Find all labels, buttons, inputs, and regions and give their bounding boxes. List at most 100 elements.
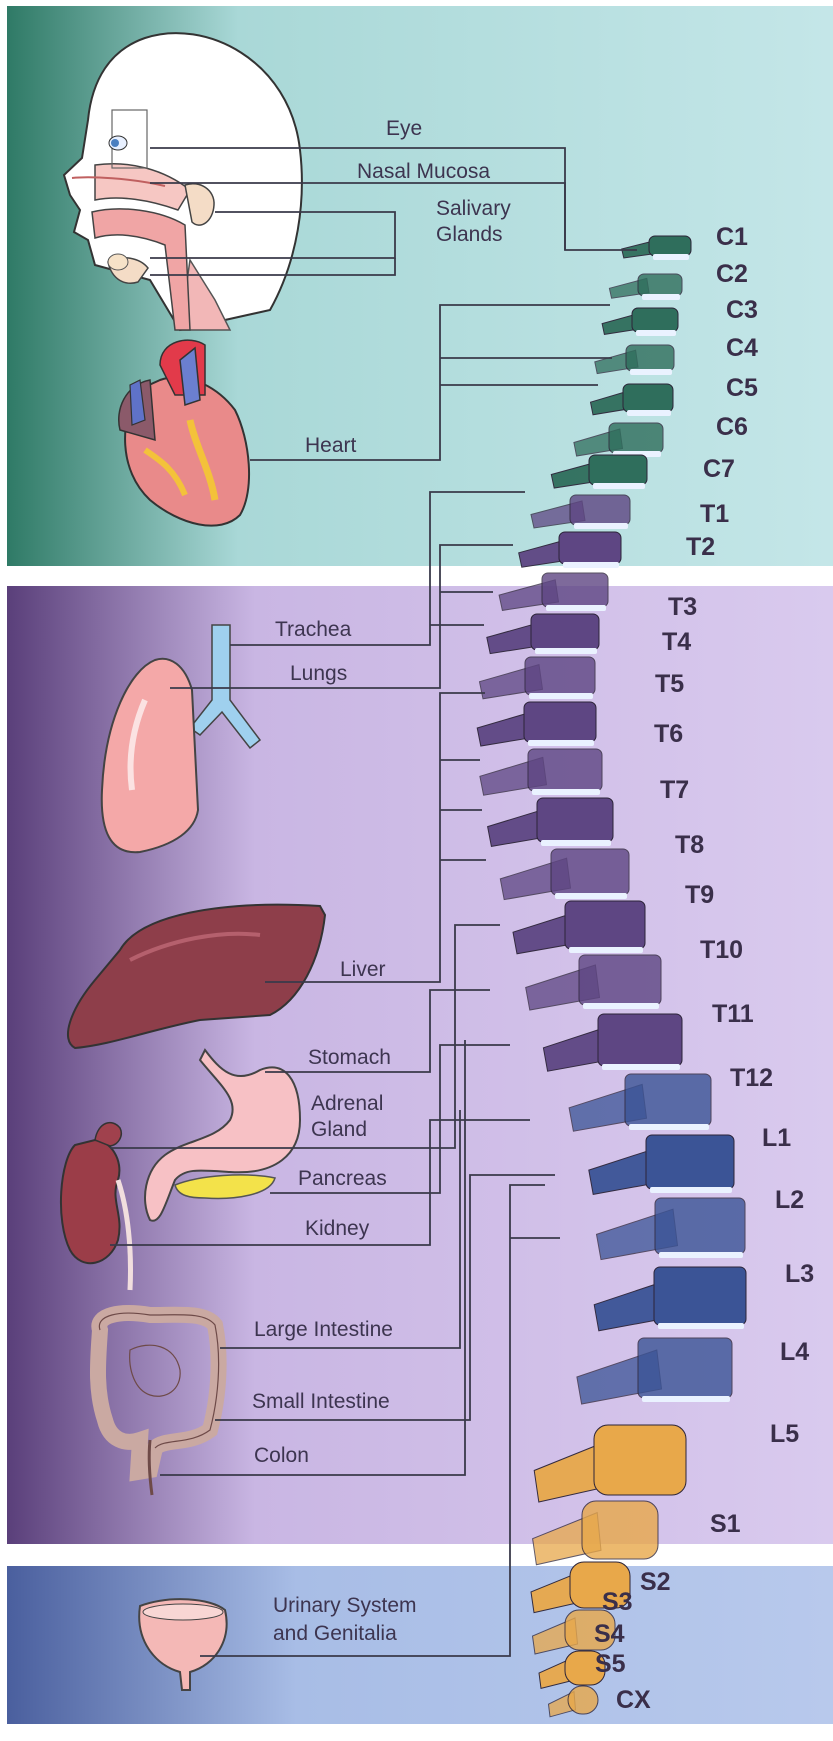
vertebra-t9-body	[551, 849, 629, 895]
organ-label-heart: Heart	[305, 434, 357, 457]
organ-label-lungs: Lungs	[290, 662, 347, 685]
disc-below-c3	[636, 330, 676, 336]
disc-below-t2	[563, 562, 619, 568]
disc-below-l4	[658, 1323, 744, 1329]
vertebra-label-l2: L2	[775, 1186, 804, 1214]
vertebra-l2-body	[646, 1135, 734, 1189]
salivary-gland-icon	[108, 254, 128, 270]
disc-below-t10	[569, 947, 643, 953]
vertebra-label-t9: T9	[685, 881, 714, 909]
disc-below-t4	[535, 648, 597, 654]
vertebra-label-t8: T8	[675, 831, 704, 859]
vertebra-label-t11: T11	[712, 1000, 754, 1028]
organ-label-adrenal-line2: Gland	[311, 1118, 367, 1141]
disc-below-t1	[574, 523, 628, 529]
vertebra-label-t5: T5	[655, 670, 684, 698]
vertebra-label-s1: S1	[710, 1510, 741, 1538]
vertebra-t4-body	[531, 614, 599, 650]
vertebra-label-t2: T2	[686, 533, 715, 561]
vertebra-label-c5: C5	[726, 374, 758, 402]
vertebra-label-s3: S3	[602, 1588, 633, 1616]
disc-below-c4	[630, 369, 672, 375]
vertebra-label-s4: S4	[594, 1620, 625, 1648]
disc-below-t7	[532, 789, 600, 795]
disc-below-t11	[583, 1003, 659, 1009]
vertebra-l1-body	[625, 1074, 711, 1126]
vertebra-t10-body	[565, 901, 645, 949]
vertebra-l3-body	[655, 1198, 745, 1254]
vertebra-label-cx: CX	[616, 1686, 651, 1714]
vertebra-c4-body	[626, 345, 674, 371]
vertebra-label-l4: L4	[780, 1338, 809, 1366]
vertebra-c5-body	[623, 384, 673, 412]
disc-below-l3	[659, 1252, 743, 1258]
disc-below-t3	[546, 605, 606, 611]
vertebra-label-l3: L3	[785, 1260, 814, 1288]
vertebra-label-c4: C4	[726, 334, 758, 362]
organ-label-salivary-line1: Salivary	[436, 197, 511, 220]
vertebra-t6-body	[524, 702, 596, 742]
vertebra-c2-body	[638, 274, 682, 296]
organ-label-kidney: Kidney	[305, 1217, 370, 1240]
vertebra-label-t7: T7	[660, 776, 689, 804]
vertebra-cx-body	[568, 1686, 598, 1714]
organ-label-large-intestine: Large Intestine	[254, 1318, 393, 1341]
vertebra-c6-body	[609, 423, 663, 453]
vertebra-t3	[499, 573, 608, 611]
organ-label-urinary-line1: Urinary System	[273, 1594, 417, 1617]
organ-label-urinary-line2: and Genitalia	[273, 1622, 397, 1645]
vertebra-label-t1: T1	[700, 500, 729, 528]
organ-label-salivary-line2: Glands	[436, 223, 503, 246]
vertebra-label-t6: T6	[654, 720, 683, 748]
vertebra-l4-body	[654, 1267, 746, 1325]
vertebra-t11-body	[579, 955, 661, 1005]
vertebra-t5-body	[525, 657, 595, 695]
organ-label-stomach: Stomach	[308, 1046, 391, 1069]
organ-label-pancreas: Pancreas	[298, 1167, 387, 1190]
organ-label-nasal-mucosa: Nasal Mucosa	[357, 160, 490, 183]
disc-below-c1	[653, 254, 689, 260]
organ-label-trachea: Trachea	[275, 618, 352, 641]
vertebra-label-c2: C2	[716, 260, 748, 288]
vertebra-label-c1: C1	[716, 223, 748, 251]
vertebra-t12-body	[598, 1014, 682, 1066]
vertebra-s2-body	[582, 1501, 658, 1559]
vertebra-t8-body	[537, 798, 613, 842]
vertebra-label-l5: L5	[770, 1420, 799, 1448]
vertebra-label-c6: C6	[716, 413, 748, 441]
disc-below-l5	[642, 1396, 730, 1402]
vertebra-label-t3: T3	[668, 593, 697, 621]
vertebra-c3-body	[632, 308, 678, 332]
organ-label-eye: Eye	[386, 117, 422, 140]
vertebra-t2-body	[559, 532, 621, 564]
organ-label-small-intestine: Small Intestine	[252, 1390, 390, 1413]
vertebra-label-s2: S2	[640, 1568, 671, 1596]
disc-below-t8	[541, 840, 611, 846]
lumbar-sacral-panel	[7, 1566, 833, 1724]
vertebra-t7-body	[528, 749, 602, 791]
vertebra-label-s5: S5	[595, 1650, 626, 1678]
organ-label-adrenal-line1: Adrenal	[311, 1092, 383, 1115]
vertebra-t3-body	[542, 573, 608, 607]
vertebra-label-l1: L1	[762, 1124, 791, 1152]
vertebra-label-c3: C3	[726, 296, 758, 324]
organ-label-liver: Liver	[340, 958, 386, 981]
disc-below-c2	[642, 294, 680, 300]
disc-below-t9	[555, 893, 627, 899]
vertebra-s1-body	[594, 1425, 686, 1495]
vertebra-l5-body	[638, 1338, 732, 1398]
disc-below-t6	[528, 740, 594, 746]
vertebra-label-c7: C7	[703, 455, 735, 483]
disc-below-l2	[650, 1187, 732, 1193]
eye-icon	[109, 136, 127, 150]
vertebra-c7-body	[589, 455, 647, 485]
vertebra-label-t10: T10	[700, 936, 743, 964]
vertebra-c1-body	[649, 236, 691, 256]
disc-below-l1	[629, 1124, 709, 1130]
disc-below-t12	[602, 1064, 680, 1070]
organ-label-colon: Colon	[254, 1444, 309, 1467]
vertebra-t1-body	[570, 495, 630, 525]
disc-below-c7	[593, 483, 645, 489]
